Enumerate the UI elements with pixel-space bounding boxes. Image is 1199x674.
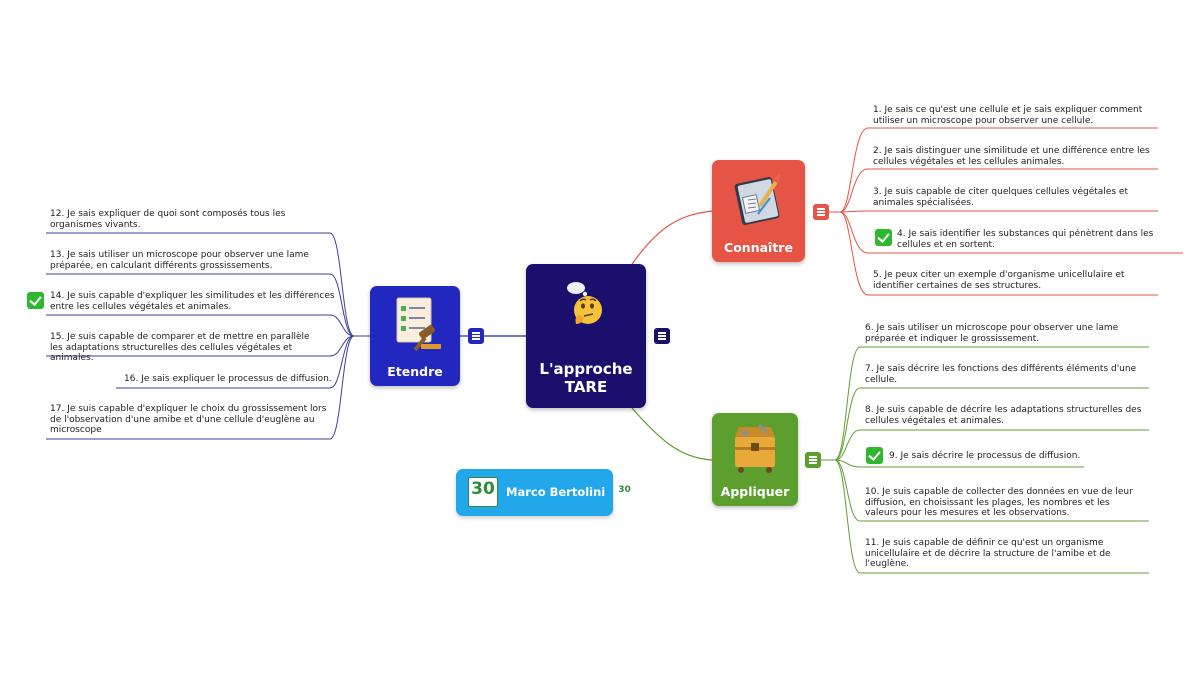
author-node[interactable]: 30 Marco Bertolini bbox=[456, 469, 613, 516]
topic-etendre-13[interactable]: 13. Je sais utiliser un microscope pour … bbox=[50, 250, 309, 271]
topic-connaitre-3[interactable]: 3. Je suis capable de citer quelques cel… bbox=[873, 187, 1128, 208]
checkmark-icon bbox=[875, 229, 892, 246]
topic-connaitre-4[interactable]: 4. Je sais identifier les substances qui… bbox=[897, 229, 1154, 250]
checkmark-icon bbox=[866, 447, 883, 464]
logo-30-icon: 30 bbox=[468, 477, 498, 507]
collapse-toggle-etendre[interactable] bbox=[468, 328, 484, 344]
topic-etendre-12[interactable]: 12. Je sais expliquer de quoi sont compo… bbox=[50, 209, 286, 230]
logo-30-small-icon: 30 bbox=[618, 485, 631, 495]
topic-etendre-16[interactable]: 16. Je sais expliquer le processus de di… bbox=[124, 374, 332, 384]
collapse-toggle-connaitre[interactable] bbox=[813, 204, 829, 220]
topic-etendre-15[interactable]: 15. Je suis capable de comparer et de me… bbox=[50, 332, 310, 363]
topic-appliquer-7[interactable]: 7. Je sais décrire les fonctions des dif… bbox=[865, 364, 1137, 385]
branch-appliquer-label: Appliquer bbox=[720, 484, 790, 499]
branch-connaitre[interactable]: Connaître bbox=[712, 160, 805, 262]
author-name: Marco Bertolini bbox=[506, 485, 606, 499]
central-topic[interactable]: L'approche TARE bbox=[526, 264, 646, 408]
collapse-toggle-center[interactable] bbox=[654, 328, 670, 344]
thinking-face-icon bbox=[564, 280, 608, 330]
topic-connaitre-2[interactable]: 2. Je sais distinguer une similitude et … bbox=[873, 146, 1150, 167]
topic-appliquer-9[interactable]: 9. Je sais décrire le processus de diffu… bbox=[889, 451, 1081, 461]
central-topic-title: L'approche TARE bbox=[539, 360, 633, 396]
checkmark-icon bbox=[27, 292, 44, 309]
branch-etendre[interactable]: Etendre bbox=[370, 286, 460, 386]
topic-appliquer-10[interactable]: 10. Je suis capable de collecter des don… bbox=[865, 487, 1133, 518]
toolbox-icon bbox=[729, 421, 781, 479]
topic-appliquer-11[interactable]: 11. Je suis capable de définir ce qu'est… bbox=[865, 538, 1111, 569]
collapse-toggle-appliquer[interactable] bbox=[805, 452, 821, 468]
notebook-drafting-icon bbox=[730, 170, 788, 232]
topic-connaitre-5[interactable]: 5. Je peux citer un exemple d'organisme … bbox=[873, 270, 1125, 291]
branch-appliquer[interactable]: Appliquer bbox=[712, 413, 798, 506]
branch-connaitre-label: Connaître bbox=[724, 240, 793, 255]
topic-appliquer-6[interactable]: 6. Je sais utiliser un microscope pour o… bbox=[865, 323, 1119, 344]
topic-etendre-17[interactable]: 17. Je suis capable d'expliquer le choix… bbox=[50, 404, 327, 435]
checklist-gavel-icon bbox=[389, 294, 443, 356]
branch-etendre-label: Etendre bbox=[387, 364, 443, 379]
topic-appliquer-8[interactable]: 8. Je suis capable de décrire les adapta… bbox=[865, 405, 1142, 426]
topic-etendre-14[interactable]: 14. Je suis capable d'expliquer les simi… bbox=[50, 291, 335, 312]
topic-connaitre-1[interactable]: 1. Je sais ce qu'est une cellule et je s… bbox=[873, 105, 1143, 126]
